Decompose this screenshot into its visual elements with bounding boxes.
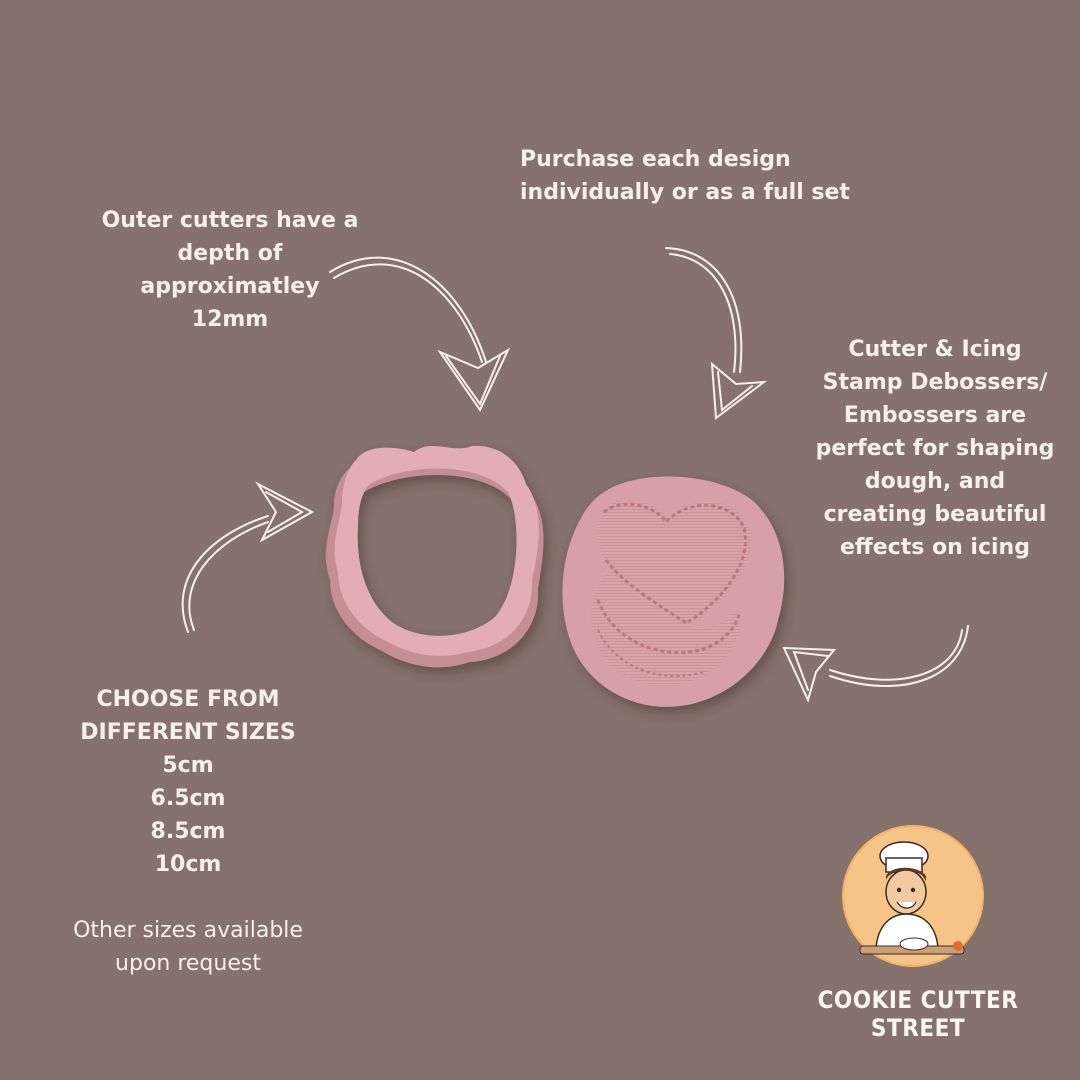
stamp-line: Stamp Debossers/ [822, 370, 1048, 395]
purchase-line: Purchase each design [520, 147, 791, 172]
arrow-depth-icon [329, 256, 511, 413]
depth-line: depth of [177, 241, 283, 266]
depth-annotation: Outer cutters have a depth of approximat… [70, 204, 390, 336]
depth-line: 12mm [191, 307, 269, 332]
size-option: 10cm [154, 852, 222, 877]
arrow-stamp-icon [782, 625, 969, 703]
arrow-purchase-icon [665, 247, 768, 420]
purchase-line: individually or as a full set [520, 180, 850, 205]
stamp-line: dough, and [864, 469, 1006, 494]
stamp-line: perfect for shaping [815, 436, 1055, 461]
stamp-cutter-image [562, 476, 785, 707]
arrow-sizes-icon [181, 481, 315, 633]
size-option: 8.5cm [150, 819, 226, 844]
depth-line: Outer cutters have a [101, 208, 359, 233]
brand-name: COOKIE CUTTER STREET [817, 986, 1019, 1042]
other-sizes-note: Other sizes available upon request [48, 914, 328, 980]
chef-mascot-logo [842, 825, 984, 967]
size-option: 6.5cm [150, 786, 226, 811]
stamp-line: Cutter & Icing [848, 337, 1022, 362]
sizes-heading: DIFFERENT SIZES [80, 720, 296, 745]
other-line: upon request [115, 951, 261, 976]
outer-cutter-image [325, 445, 544, 668]
stamp-line: effects on icing [840, 535, 1030, 560]
purchase-annotation: Purchase each design individually or as … [520, 143, 850, 209]
size-option: 5cm [162, 753, 214, 778]
other-line: Other sizes available [73, 918, 303, 943]
stamp-annotation: Cutter & Icing Stamp Debossers/ Embosser… [815, 333, 1055, 564]
stamp-line: creating beautiful [823, 502, 1047, 527]
sizes-heading: CHOOSE FROM [96, 687, 280, 712]
sizes-annotation: CHOOSE FROM DIFFERENT SIZES 5cm 6.5cm 8.… [58, 683, 318, 881]
stamp-line: Embossers are [843, 403, 1027, 428]
depth-line: approximatley [140, 274, 320, 299]
